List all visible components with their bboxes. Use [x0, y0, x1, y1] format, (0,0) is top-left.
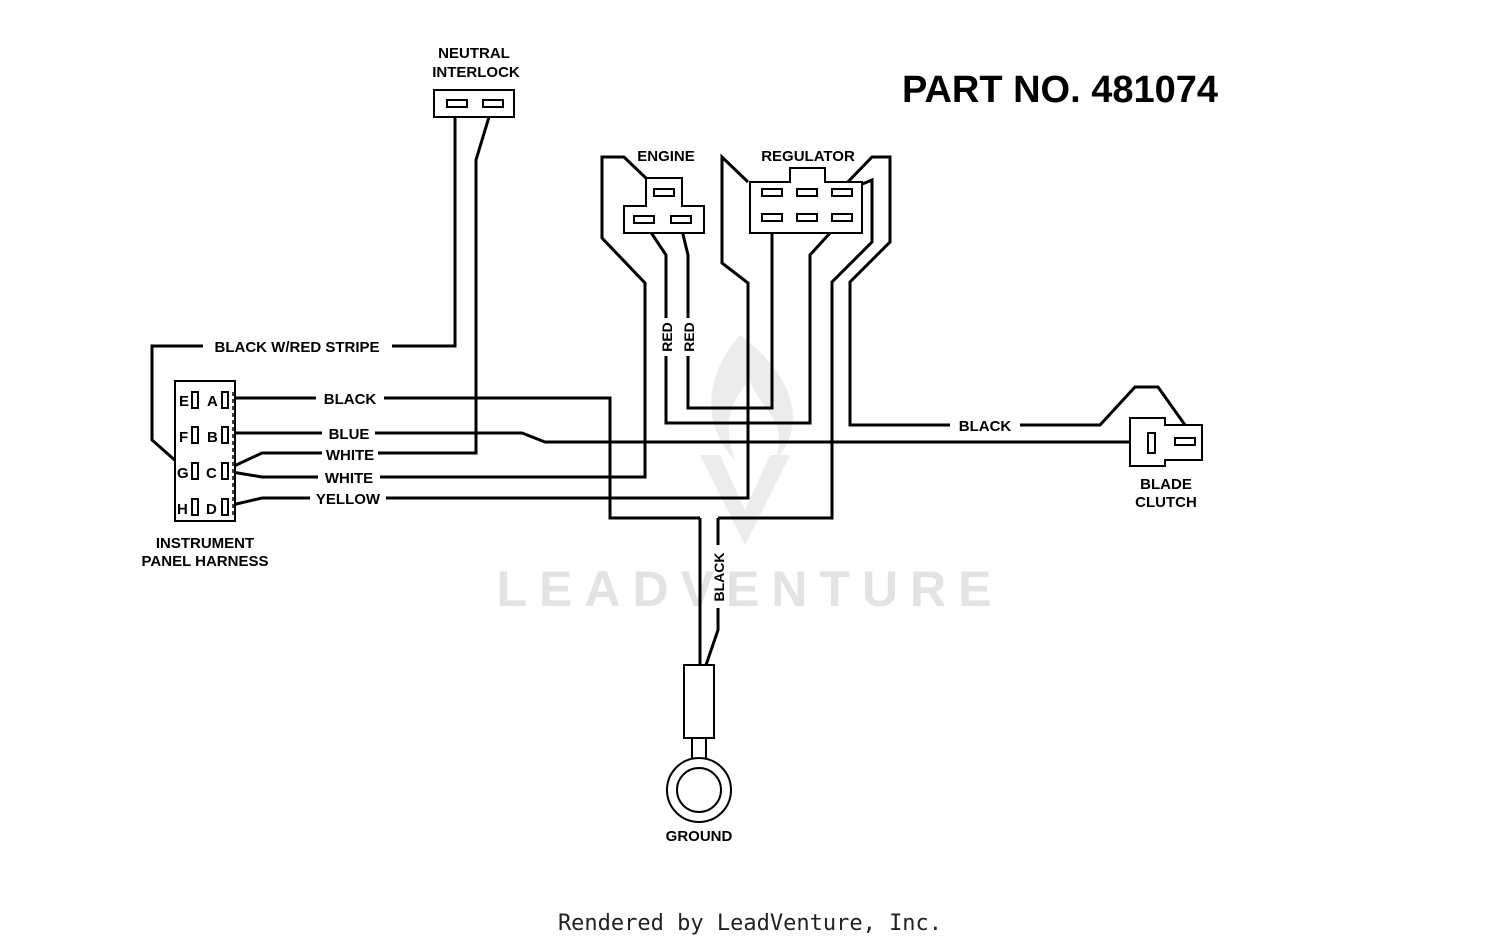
engine-pin [633, 215, 655, 224]
regulator-pin [796, 188, 818, 197]
ground-ring-inner [676, 767, 722, 813]
wire-regulator-ground [718, 177, 874, 520]
harness-pin-c [221, 462, 229, 480]
watermark: LEADVENTURE [496, 335, 1003, 617]
harness-pin-h [191, 498, 199, 516]
wires [150, 106, 1187, 666]
harness-pin-h-label: H [177, 501, 188, 518]
label-ground-black: BLACK [711, 553, 727, 602]
harness-pin-g [191, 462, 199, 480]
harness-pin-a-label: A [207, 393, 218, 410]
neutral-interlock-pin [446, 99, 468, 108]
harness-pin-g-label: G [177, 465, 189, 482]
harness-pin-b-label: B [207, 429, 218, 446]
label-c-white-1: WHITE [326, 447, 374, 464]
harness-pin-b [221, 426, 229, 444]
ground-label: GROUND [666, 828, 733, 845]
watermark-text: LEADVENTURE [496, 561, 1003, 617]
part-number-title: PART NO. 481074 [902, 69, 1218, 111]
regulator-label: REGULATOR [761, 148, 855, 165]
wire-d-yellow [231, 153, 750, 507]
engine-connector [623, 177, 705, 234]
neutral-interlock-label-1: NEUTRAL [438, 45, 510, 62]
regulator-pin [831, 188, 853, 197]
regulator-pin [796, 213, 818, 222]
label-b-blue: BLUE [329, 426, 370, 443]
wire-labels: BLACK W/RED STRIPE BLACK BLUE WHITE WHIT… [215, 322, 1012, 601]
engine-label: ENGINE [637, 148, 695, 165]
wire-a-black [232, 396, 700, 520]
engine-pin [653, 188, 675, 197]
engine-pin [670, 215, 692, 224]
harness-pin-f-label: F [179, 429, 188, 446]
instrument-panel-harness: E F G H A B C D INSTRUMENT PANEL HARNESS [142, 380, 269, 570]
regulator-pin [761, 213, 783, 222]
label-d-yellow: YELLOW [316, 491, 381, 508]
ground-sleeve [683, 664, 715, 739]
wire-ground-black [698, 518, 720, 666]
harness-label-1: INSTRUMENT [156, 535, 254, 552]
harness-pin-d [221, 498, 229, 516]
ground: GROUND [666, 664, 733, 845]
harness-pin-c-label: C [206, 465, 217, 482]
footer-credit: Rendered by LeadVenture, Inc. [558, 911, 942, 936]
blade-clutch-pin [1147, 432, 1156, 454]
harness-pin-f [191, 426, 199, 444]
blade-clutch-label-2: CLUTCH [1135, 494, 1197, 511]
wire-black-red-stripe [150, 107, 457, 472]
blade-clutch: BLADE CLUTCH [1129, 417, 1203, 511]
wire-b-blue [232, 431, 1150, 444]
wire-c-white-engine [231, 155, 652, 479]
harness-label-2: PANEL HARNESS [142, 553, 269, 570]
label-engine-red-1: RED [659, 322, 675, 352]
wire-interlock-white [231, 106, 494, 469]
neutral-interlock: NEUTRAL INTERLOCK [432, 45, 520, 118]
harness-pin-e-label: E [179, 393, 189, 410]
v-logo-icon [700, 455, 790, 545]
harness-pin-a [221, 391, 229, 409]
harness-pin-d-label: D [206, 501, 217, 518]
blade-clutch-pin [1174, 437, 1196, 446]
neutral-interlock-pin [482, 99, 504, 108]
regulator: REGULATOR [749, 148, 863, 234]
wire-clutch-black [841, 155, 1187, 427]
neutral-interlock-label-2: INTERLOCK [432, 64, 520, 81]
label-clutch-black: BLACK [959, 418, 1012, 435]
blade-clutch-label-1: BLADE [1140, 476, 1192, 493]
label-engine-red-2: RED [681, 322, 697, 352]
regulator-pin [761, 188, 783, 197]
label-c-white-2: WHITE [325, 470, 373, 487]
regulator-connector [749, 167, 863, 234]
label-a-black: BLACK [324, 391, 377, 408]
regulator-pin [831, 213, 853, 222]
harness-pin-e [191, 391, 199, 409]
label-black-red-stripe: BLACK W/RED STRIPE [215, 339, 380, 356]
engine: ENGINE [623, 148, 705, 234]
